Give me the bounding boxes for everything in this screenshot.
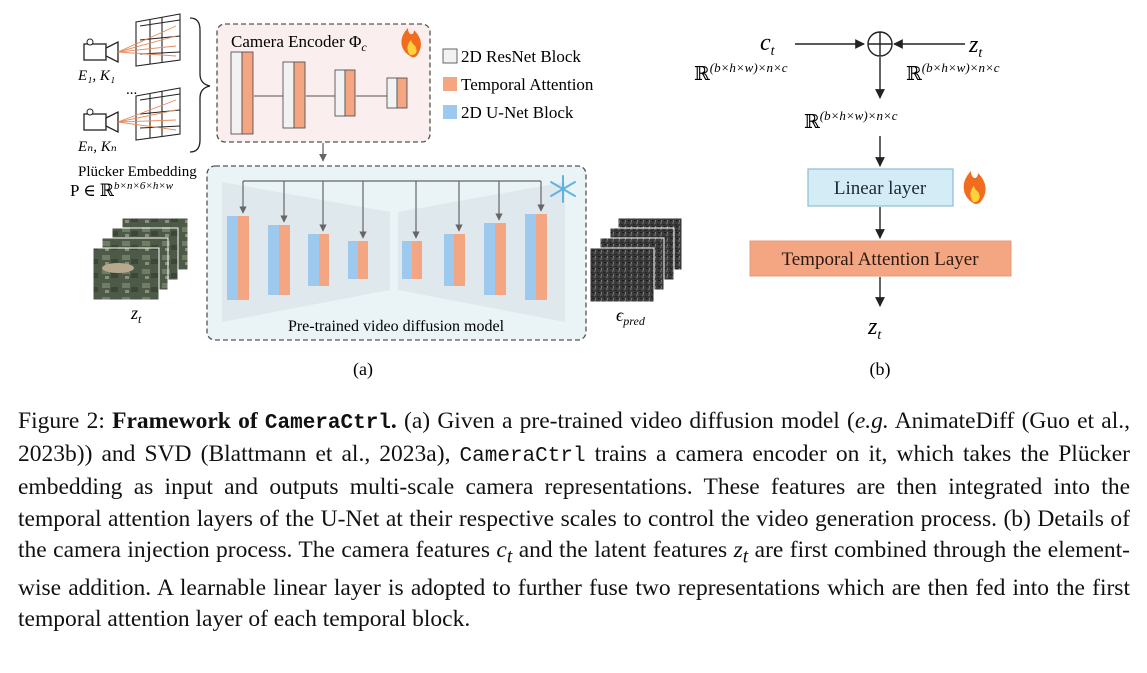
frustum-planes xyxy=(135,13,181,67)
caption-title: Framework of CameraCtrl. xyxy=(112,408,397,435)
linear-layer-box xyxy=(807,168,954,207)
unet-decoder-shape xyxy=(398,182,565,322)
legend-unet: 2D U-Net Block xyxy=(461,103,574,122)
fire-icon xyxy=(963,171,986,204)
camera-top xyxy=(83,13,181,67)
temporal-attention-label: Temporal Attention Layer xyxy=(781,249,979,270)
caption-s1: (a) Given a pre-trained video diffusion … xyxy=(396,408,855,434)
legend-resnet: 2D ResNet Block xyxy=(461,47,581,66)
out-label: zt xyxy=(867,314,882,343)
legend-swatch-temporal xyxy=(443,77,457,91)
video-frames xyxy=(92,217,189,301)
unet-encoder-shape xyxy=(222,182,390,322)
eps-label: ϵpred xyxy=(616,305,646,328)
camera-bottom xyxy=(83,87,181,141)
snowflake-icon xyxy=(550,175,576,203)
caption-s5: are first combined through the element-w… xyxy=(18,536,1130,632)
camera-encoder-label: Camera Encoder Φc xyxy=(231,32,367,54)
zt-label-a: zt xyxy=(130,303,142,326)
panel-b-caption: (b) xyxy=(870,359,891,380)
legend-swatch-unet xyxy=(443,105,457,119)
ct-label: ct xyxy=(760,30,776,59)
unet-blocks xyxy=(227,214,547,300)
plucker-math: P ∈ ℝb×n×6×h×w xyxy=(70,180,174,200)
dim-right: ℝ(b×h×w)×n×c xyxy=(906,60,1000,85)
caption-ct-sub: t xyxy=(506,546,513,568)
caption-s2: AnimateDiff (Guo et al., 2023b)) and SVD… xyxy=(18,408,1130,468)
legend: 2D ResNet Block Temporal Attention 2D U-… xyxy=(442,47,594,122)
dim-left: ℝ(b×h×w)×n×c xyxy=(694,60,788,85)
caption-zt-sub: t xyxy=(742,546,749,568)
caption-prefix: Figure 2: xyxy=(18,408,113,434)
caption-title-end: . xyxy=(390,408,397,434)
camera-ellipsis: ... xyxy=(126,82,137,98)
linear-layer-label: Linear layer xyxy=(834,178,927,199)
panel-a-caption: (a) xyxy=(353,359,373,380)
framework-figure: E₁, K₁ ... Eₙ, Kₙ Plücker Embedding P ∈ … xyxy=(70,13,1012,380)
caption-zt: z xyxy=(733,536,743,563)
caption-title-mono: CameraCtrl xyxy=(264,412,391,435)
skip-arrows xyxy=(239,180,545,239)
caption-s4: and the latent features xyxy=(512,536,734,563)
dim-mid: ℝ(b×h×w)×n×c xyxy=(804,108,898,133)
figure-caption: Figure 2: Framework of CameraCtrl. (a) G… xyxy=(18,406,1130,635)
noise-frames xyxy=(589,217,683,303)
add-operator xyxy=(867,31,893,57)
zt-label-b: zt xyxy=(968,32,983,61)
unet-label: Pre-trained video diffusion model xyxy=(288,318,505,335)
caption-mono2: CameraCtrl xyxy=(459,445,586,469)
plucker-label: Plücker Embedding xyxy=(78,164,197,180)
temporal-attention-box xyxy=(749,240,1012,277)
legend-swatch-resnet xyxy=(442,48,458,64)
caption-s3: trains a camera encoder on it, which tak… xyxy=(18,441,1131,563)
legend-temporal: Temporal Attention xyxy=(461,75,594,94)
bracket xyxy=(189,17,211,153)
camera-bottom-label: Eₙ, Kₙ xyxy=(77,139,117,155)
fire-icon xyxy=(401,28,421,58)
camera-icon xyxy=(83,38,119,64)
caption-ct: c xyxy=(496,536,507,563)
camera-icon xyxy=(83,108,119,134)
encoder-blocks xyxy=(230,51,408,135)
caption-title-text: Framework of xyxy=(112,408,265,434)
camera-top-label: E₁, K₁ xyxy=(77,68,115,84)
camera-encoder-box xyxy=(216,23,431,143)
caption-eg: e.g. xyxy=(854,408,889,434)
